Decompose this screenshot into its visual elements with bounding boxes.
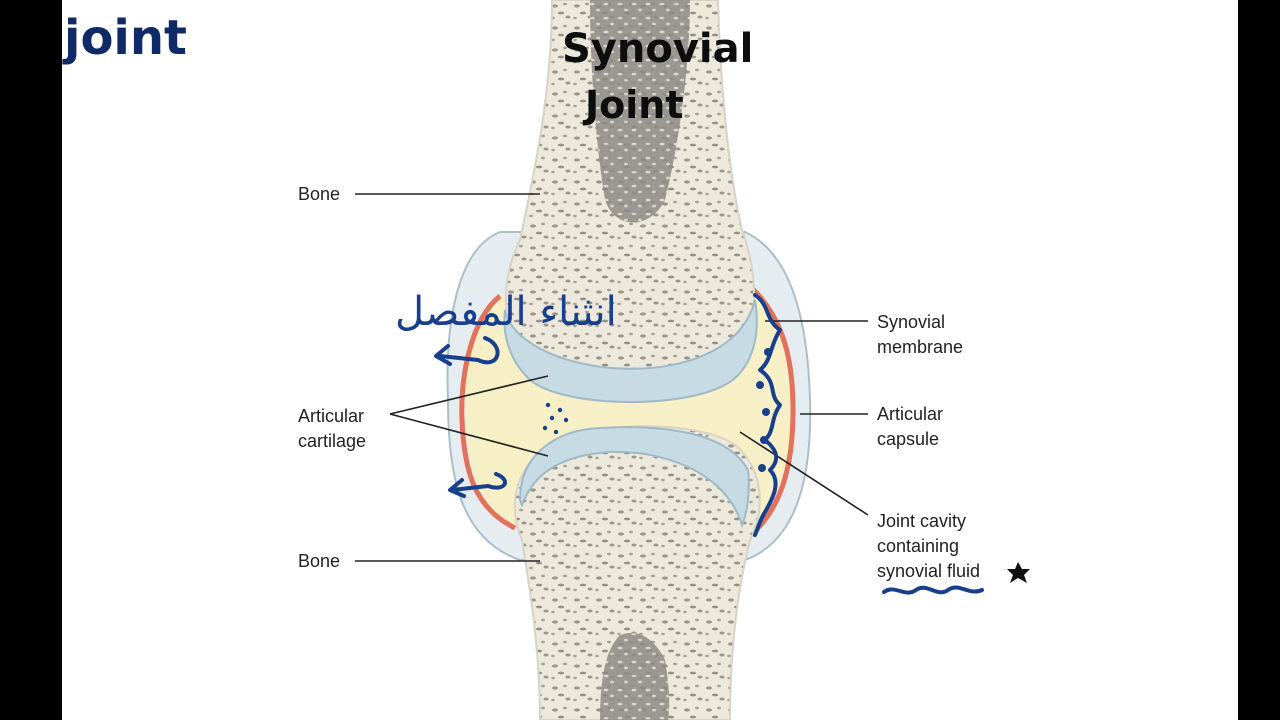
arabic-note: انثناء المفصل xyxy=(395,289,617,335)
lower-marrow xyxy=(600,632,670,720)
corner-word: joint xyxy=(62,10,187,66)
upper-articular-cartilage xyxy=(503,299,758,403)
synovial-membrane-right xyxy=(750,286,796,536)
label-articular-capsule-2: capsule xyxy=(877,429,939,449)
label-synovial-membrane-1: Synovial xyxy=(877,312,945,332)
label-articular-cartilage-1: Articular xyxy=(298,406,364,426)
leader-lines xyxy=(355,193,869,562)
label-bone-top: Bone xyxy=(298,184,340,204)
handwritten-title-line1: Synovial xyxy=(562,26,753,72)
handwritten-title-line2: Joint xyxy=(582,83,684,127)
ink-annotations xyxy=(434,293,1030,595)
label-joint-cavity-3: synovial fluid xyxy=(877,561,980,581)
star-mark xyxy=(1007,562,1030,583)
label-joint-cavity-2: containing xyxy=(877,536,959,556)
lower-articular-cartilage xyxy=(518,426,750,528)
label-joint-cavity-1: Joint cavity xyxy=(877,511,966,531)
label-synovial-membrane-2: membrane xyxy=(877,337,963,357)
lower-bone xyxy=(513,425,761,720)
label-bone-bottom: Bone xyxy=(298,551,340,571)
label-articular-cartilage-2: cartilage xyxy=(298,431,366,451)
upper-marrow xyxy=(590,0,690,223)
label-articular-capsule-1: Articular xyxy=(877,404,943,424)
synovial-membrane-left xyxy=(459,294,517,531)
